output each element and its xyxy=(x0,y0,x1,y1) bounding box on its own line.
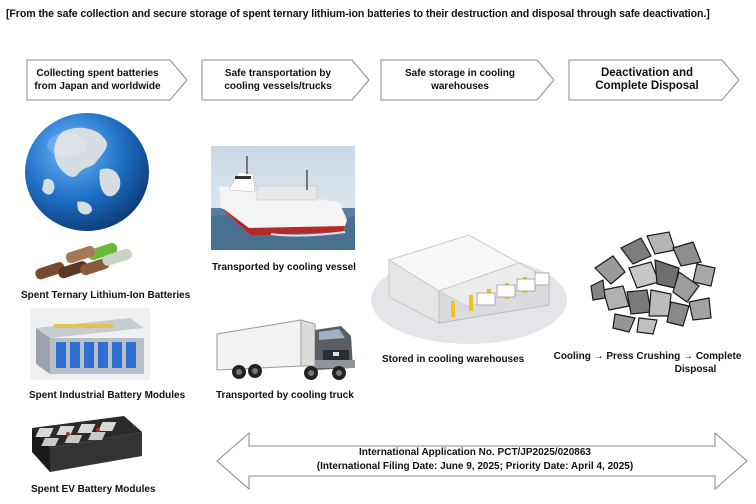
crushed-fragments-image xyxy=(590,231,716,335)
caption-disposal: Cooling → Press Crushing → Complete Disp… xyxy=(545,350,750,376)
step-3-label: Safe storage in cooling warehouses xyxy=(404,68,516,92)
step-1-arrow xyxy=(26,59,188,101)
step-4-arrow xyxy=(568,59,740,101)
application-info: International Application No. PCT/JP2025… xyxy=(300,446,650,474)
caption-industrial-modules: Spent Industrial Battery Modules xyxy=(29,390,186,401)
caption-disposal-line1: Cooling → Press Crushing → Complete xyxy=(553,351,742,362)
cooling-truck-image xyxy=(216,319,355,380)
caption-ternary-batteries: Spent Ternary Lithium-Ion Batteries xyxy=(21,290,191,301)
step-4-label: Deactivation and Complete Disposal xyxy=(595,67,699,92)
globe-image xyxy=(25,113,149,231)
application-number: International Application No. PCT/JP2025… xyxy=(359,447,591,458)
caption-vessel: Transported by cooling vessel xyxy=(212,262,356,273)
caption-ev-modules: Spent EV Battery Modules xyxy=(31,484,156,495)
step-2-arrow xyxy=(201,59,370,101)
application-double-arrow xyxy=(216,431,748,491)
cooling-vessel-image xyxy=(211,146,355,250)
process-steps xyxy=(26,59,740,101)
industrial-battery-image xyxy=(30,308,150,380)
step-2-label: Safe transportation by cooling vessels/t… xyxy=(224,68,332,92)
cylindrical-batteries-image xyxy=(35,242,132,280)
cooling-warehouse-image xyxy=(371,234,567,344)
application-dates: (International Filing Date: June 9, 2025… xyxy=(316,461,634,472)
caption-warehouse: Stored in cooling warehouses xyxy=(382,354,525,365)
caption-disposal-line2: Disposal xyxy=(674,364,717,375)
caption-truck: Transported by cooling truck xyxy=(216,390,354,401)
header-title: [From the safe collection and secure sto… xyxy=(6,8,710,20)
step-1-label: Collecting spent batteries from Japan an… xyxy=(34,68,161,92)
ev-battery-image xyxy=(32,416,142,472)
step-3-arrow xyxy=(380,59,555,101)
